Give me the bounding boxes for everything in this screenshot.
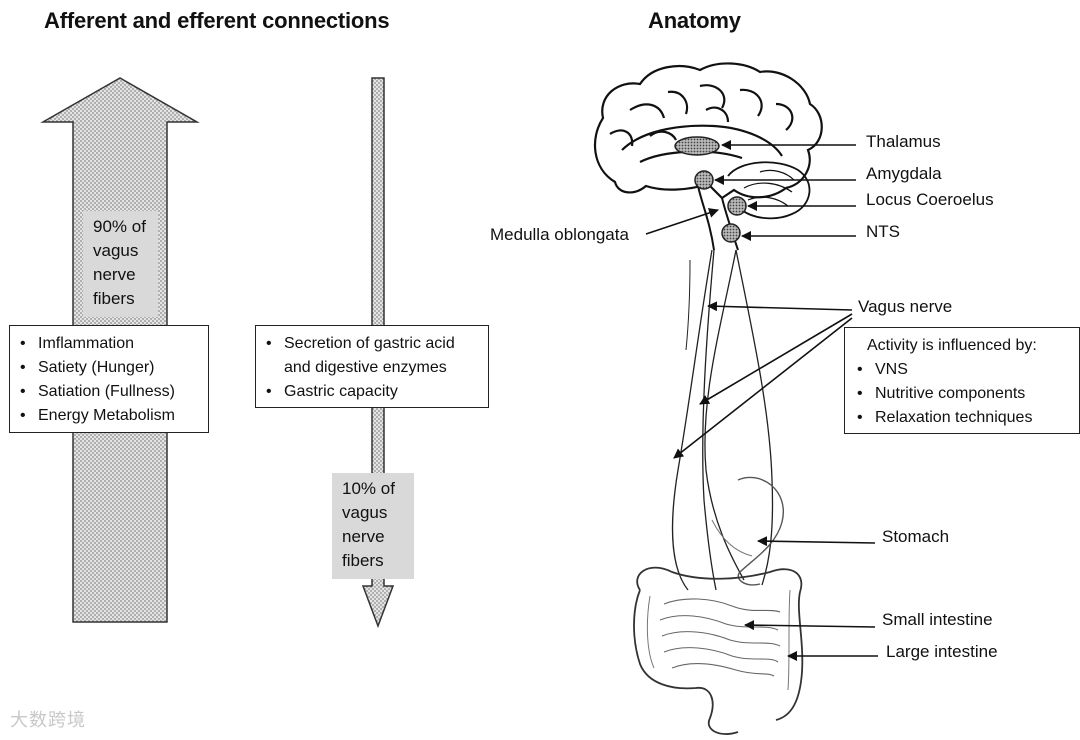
efferent-functions-box: Secretion of gastric acid and digestive … (255, 325, 489, 408)
locus-shape (727, 196, 747, 216)
stomach-drawing (737, 476, 785, 586)
small-intestine-drawing (659, 598, 781, 677)
thalamus-label: Thalamus (866, 132, 941, 151)
vagus-nerve-label: Vagus nerve (858, 297, 953, 316)
brain-drawing (593, 62, 823, 251)
afferent-percentage-label: 90% of vagus nerve fibers (83, 211, 158, 317)
afferent-label-line: 90% of (93, 217, 146, 236)
efferent-item: Secretion of gastric acid and digestive … (266, 332, 480, 380)
influence-heading: Activity is influenced by: (867, 337, 1037, 354)
afferent-item: Imflammation (20, 332, 200, 356)
efferent-label-line: 10% of (342, 479, 395, 498)
afferent-item: Satiation (Fullness) (20, 380, 200, 404)
afferent-label-line: vagus (93, 241, 139, 260)
afferent-label-line: nerve (93, 265, 136, 284)
afferent-efferent-title: Afferent and efferent connections (44, 8, 390, 33)
afferent-functions-box: Imflammation Satiety (Hunger) Satiation … (9, 325, 209, 433)
efferent-label-line: vagus (342, 503, 388, 522)
amygdala-label: Amygdala (866, 164, 942, 183)
influence-item: Nutritive components (857, 382, 1071, 406)
stomach-label: Stomach (882, 527, 950, 546)
vagus-nerve-drawing (671, 249, 774, 591)
influence-item: Relaxation techniques (857, 406, 1071, 430)
large-intestine-label: Large intestine (886, 642, 998, 661)
efferent-label-line: fibers (342, 551, 384, 570)
pointer-lines (645, 140, 878, 661)
efferent-percentage-label: 10% of vagus nerve fibers (332, 473, 414, 579)
influence-box: Activity is influenced by: VNS Nutritive… (844, 327, 1080, 434)
small-intestine-label: Small intestine (882, 610, 993, 629)
large-intestine-drawing (633, 566, 804, 735)
nts-shape (721, 223, 741, 243)
influence-item: VNS (857, 358, 1071, 382)
watermark: 大数跨境 (10, 710, 86, 731)
efferent-item: Gastric capacity (266, 380, 480, 404)
afferent-label-line: fibers (93, 289, 135, 308)
medulla-oblongata-label: Medulla oblongata (490, 225, 629, 244)
thalamus-shape (674, 136, 720, 156)
afferent-item: Satiety (Hunger) (20, 356, 200, 380)
anatomy-title: Anatomy (648, 8, 741, 33)
amygdala-shape (694, 170, 714, 190)
nts-label: NTS (866, 222, 900, 241)
locus-coeroelus-label: Locus Coeroelus (866, 190, 994, 209)
efferent-label-line: nerve (342, 527, 385, 546)
afferent-item: Energy Metabolism (20, 404, 200, 428)
